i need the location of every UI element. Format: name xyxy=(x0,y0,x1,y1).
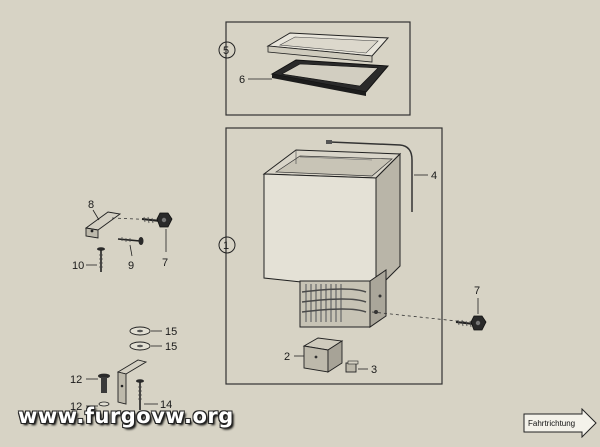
mounting-bracket-8 xyxy=(84,211,122,239)
lid-part xyxy=(266,32,390,96)
callout-1: 1 xyxy=(223,240,229,252)
connector-plug xyxy=(345,360,359,373)
stud-12 xyxy=(98,373,110,407)
screw-10 xyxy=(97,247,105,272)
cooling-unit xyxy=(299,269,387,328)
callout-12-upper: 12 xyxy=(70,374,82,386)
watermark-text: www.furgovw.org xyxy=(18,404,234,428)
angle-bracket xyxy=(116,359,148,405)
callout-9: 9 xyxy=(128,260,134,272)
washer-15-lower xyxy=(129,341,151,351)
callout-7-right: 7 xyxy=(474,285,480,297)
callout-12-lower: 12 xyxy=(70,401,82,413)
sensor-tube xyxy=(329,141,413,212)
leader-9 xyxy=(129,244,133,257)
leader-8 xyxy=(92,209,100,221)
callout-10: 10 xyxy=(72,260,84,272)
mounting-axis xyxy=(371,311,467,323)
callout-14: 14 xyxy=(160,399,172,411)
callout-7-left: 7 xyxy=(162,257,168,269)
washer-15-upper xyxy=(129,326,151,336)
direction-arrow: Fahrtrichtung xyxy=(523,408,597,438)
lid-frame xyxy=(225,21,411,116)
callout-2: 2 xyxy=(284,351,290,363)
screw-7-left xyxy=(141,212,173,228)
callout-6: 6 xyxy=(239,74,245,86)
callout-15-upper: 15 xyxy=(165,326,177,338)
sensor-tip xyxy=(326,140,332,144)
callout-15-lower: 15 xyxy=(165,341,177,353)
bracket-axis xyxy=(111,217,161,221)
callout-3: 3 xyxy=(371,364,377,376)
screw-14 xyxy=(136,379,144,410)
callout-circle-5 xyxy=(218,41,236,59)
main-frame xyxy=(225,127,443,385)
screw-9 xyxy=(117,237,144,245)
callout-4: 4 xyxy=(431,170,437,182)
direction-label: Fahrtrichtung xyxy=(528,419,575,428)
control-box xyxy=(302,337,344,373)
callout-8: 8 xyxy=(88,199,94,211)
refrigerator-cabinet xyxy=(262,149,402,292)
screw-7-right xyxy=(455,315,487,331)
callout-circle-1 xyxy=(218,236,236,254)
callout-5: 5 xyxy=(223,45,229,57)
